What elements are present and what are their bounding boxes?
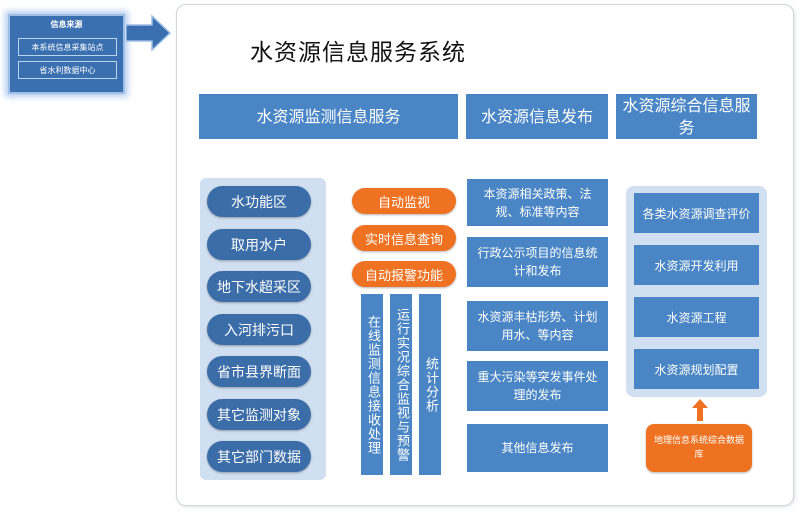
function-operation-monitoring[interactable]: 运行实况综合监视与预警: [390, 294, 412, 475]
source-item-data-center[interactable]: 省水利数据中心: [18, 61, 117, 79]
monitor-item-boundary-section[interactable]: 省市县界断面: [207, 356, 311, 387]
function-statistics-label: 统计分析: [423, 356, 438, 413]
monitor-item-other-objects[interactable]: 其它监测对象: [207, 399, 311, 430]
publish-item-emergency[interactable]: 重大污染等突发事件处理的发布: [467, 361, 608, 411]
up-arrow-icon: [692, 399, 708, 421]
monitor-item-water-function-zone[interactable]: 水功能区: [207, 186, 311, 217]
publish-item-other[interactable]: 其他信息发布: [467, 424, 608, 472]
monitor-item-sewage-outlet[interactable]: 入河排污口: [207, 314, 311, 345]
source-title: 信息来源: [50, 20, 83, 29]
page-title: 水资源信息服务系统: [250, 40, 466, 66]
publish-item-water-situation[interactable]: 水资源丰枯形势、计划用水、等内容: [467, 301, 608, 351]
gis-database[interactable]: 地理信息系统综合数据库: [646, 424, 752, 472]
source-item-collection-station[interactable]: 本系统信息采集站点: [18, 38, 117, 56]
function-auto-monitor[interactable]: 自动监视: [352, 188, 456, 214]
publish-item-administrative[interactable]: 行政公示项目的信息统计和发布: [467, 237, 608, 287]
function-statistics[interactable]: 统计分析: [419, 294, 441, 475]
monitor-item-other-departments[interactable]: 其它部门数据: [207, 441, 311, 472]
function-online-monitoring-label: 在线监测信息接收处理: [365, 314, 380, 455]
function-auto-alarm[interactable]: 自动报警功能: [352, 261, 456, 287]
service-item-planning[interactable]: 水资源规划配置: [634, 349, 759, 389]
service-item-engineering[interactable]: 水资源工程: [634, 297, 759, 337]
monitor-item-groundwater-overdraft[interactable]: 地下水超采区: [207, 271, 311, 302]
header-integrated-service[interactable]: 水资源综合信息服务: [616, 94, 757, 139]
monitor-item-water-users[interactable]: 取用水户: [207, 229, 311, 260]
service-item-survey-evaluation[interactable]: 各类水资源调查评价: [634, 193, 759, 233]
function-online-monitoring[interactable]: 在线监测信息接收处理: [361, 294, 383, 475]
source-panel: 信息来源 本系统信息采集站点 省水利数据中心: [8, 14, 125, 94]
header-monitoring-service[interactable]: 水资源监测信息服务: [199, 94, 458, 139]
function-realtime-query[interactable]: 实时信息查询: [352, 225, 456, 251]
header-info-publish[interactable]: 水资源信息发布: [466, 94, 608, 139]
service-item-development[interactable]: 水资源开发利用: [634, 245, 759, 285]
function-operation-monitoring-label: 运行实况综合监视与预警: [394, 307, 409, 462]
right-arrow-icon: [126, 14, 172, 52]
publish-item-policies[interactable]: 本资源相关政策、法规、标准等内容: [467, 179, 608, 226]
